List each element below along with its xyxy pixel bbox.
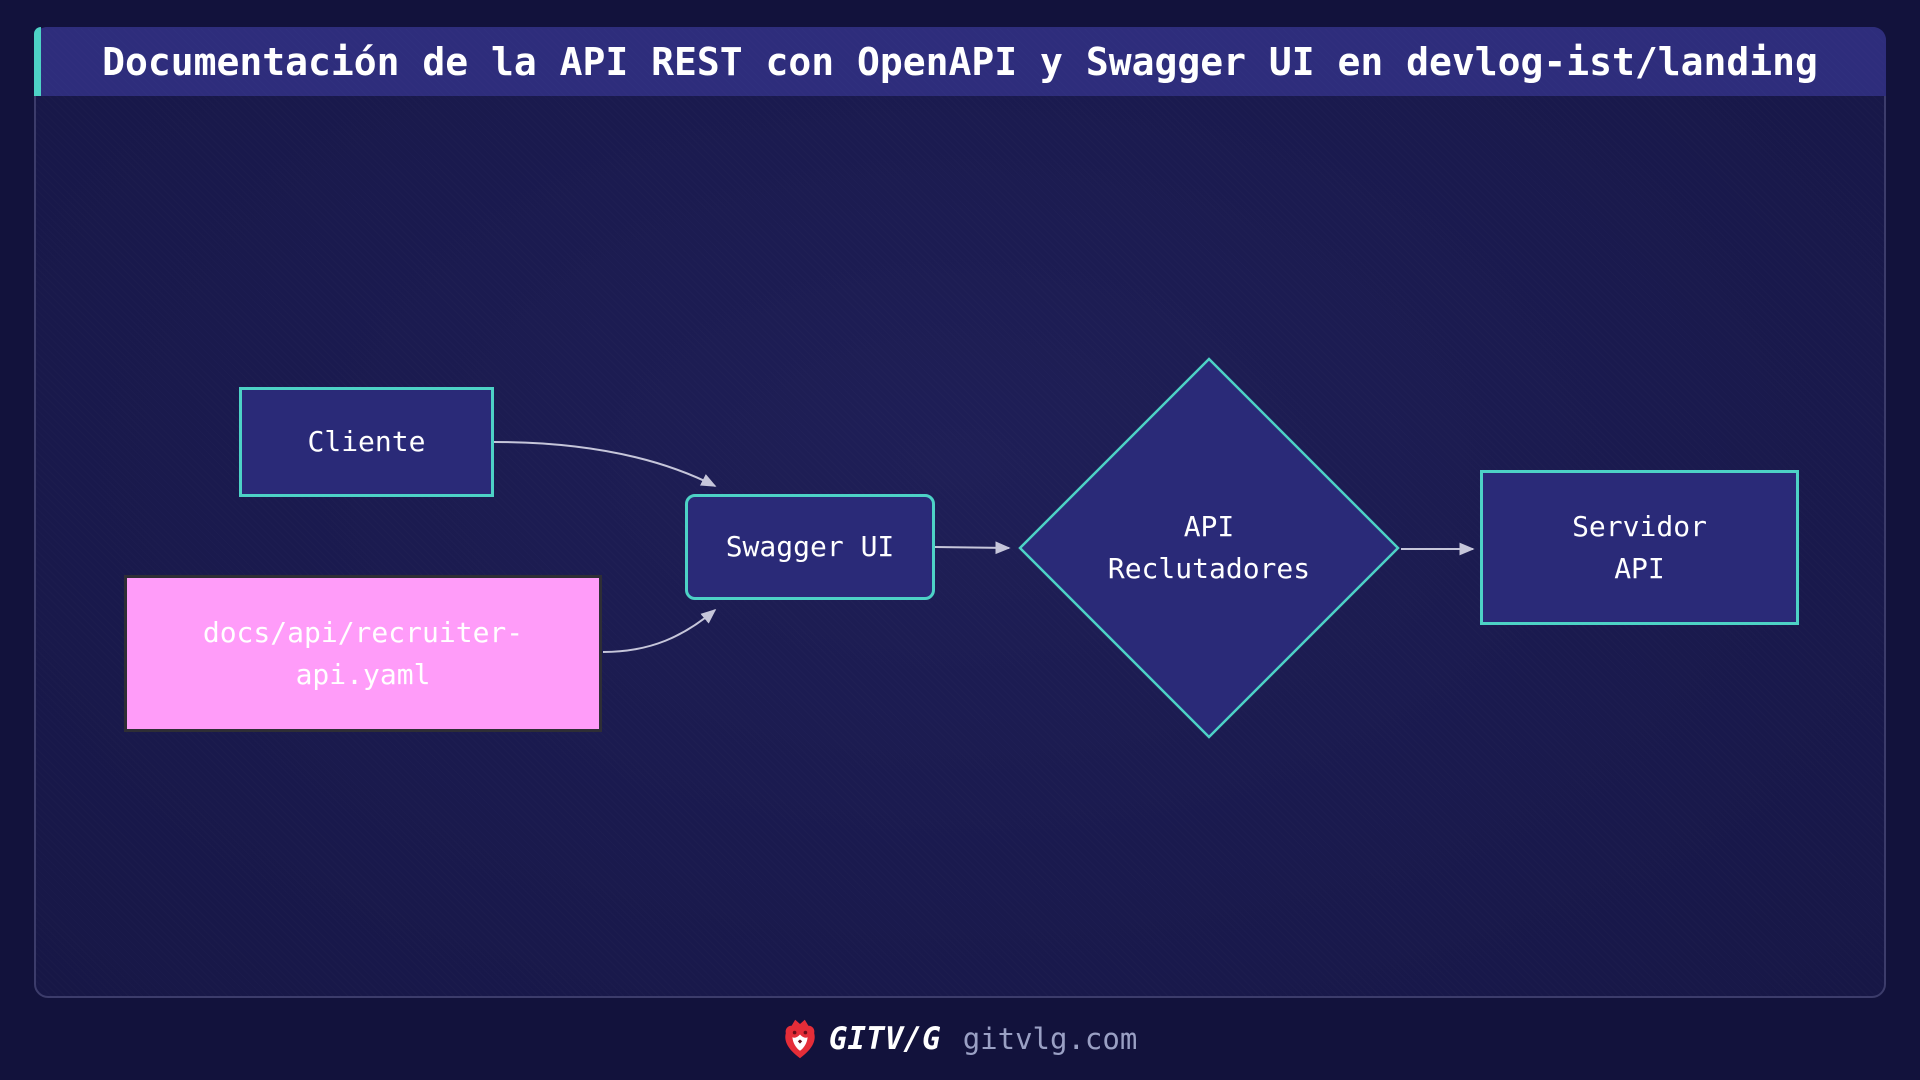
diagram-panel: Documentación de la API REST con OpenAPI… [34, 27, 1886, 998]
page-title: Documentación de la API REST con OpenAPI… [102, 39, 1818, 84]
node-api-reclutadores-line2: Reclutadores [1107, 552, 1311, 585]
brand-name: GITV/G [828, 1021, 941, 1057]
node-servidor-api-line1: Servidor [1572, 509, 1707, 543]
node-spec-file-line1: docs/api/recruiter- [202, 615, 524, 649]
title-accent-bar [34, 27, 41, 96]
lion-icon [783, 1019, 817, 1059]
node-servidor-api: Servidor API [1480, 470, 1799, 625]
edge-cliente-to-swagger [493, 441, 717, 487]
diamond-shape [1018, 357, 1400, 739]
node-servidor-api-line2: API [1614, 551, 1665, 585]
node-swagger-ui-label: Swagger UI [725, 530, 895, 563]
node-spec-file-line2: api.yaml [295, 657, 431, 691]
node-spec-file: docs/api/recruiter- api.yaml [124, 575, 602, 732]
footer: GITV/G gitvlg.com [0, 998, 1920, 1080]
node-api-reclutadores: API Reclutadores [1017, 356, 1401, 740]
edge-swagger-to-api [934, 541, 1011, 555]
node-api-reclutadores-line1: API [1183, 510, 1235, 543]
node-swagger-ui: Swagger UI [685, 494, 935, 600]
edge-spec-to-swagger [602, 608, 717, 653]
footer-domain[interactable]: gitvlg.com [962, 1022, 1138, 1056]
flow-edges [493, 441, 1475, 653]
node-cliente: Cliente [239, 387, 494, 497]
node-cliente-label: Cliente [307, 425, 426, 458]
title-bar: Documentación de la API REST con OpenAPI… [34, 27, 1886, 96]
